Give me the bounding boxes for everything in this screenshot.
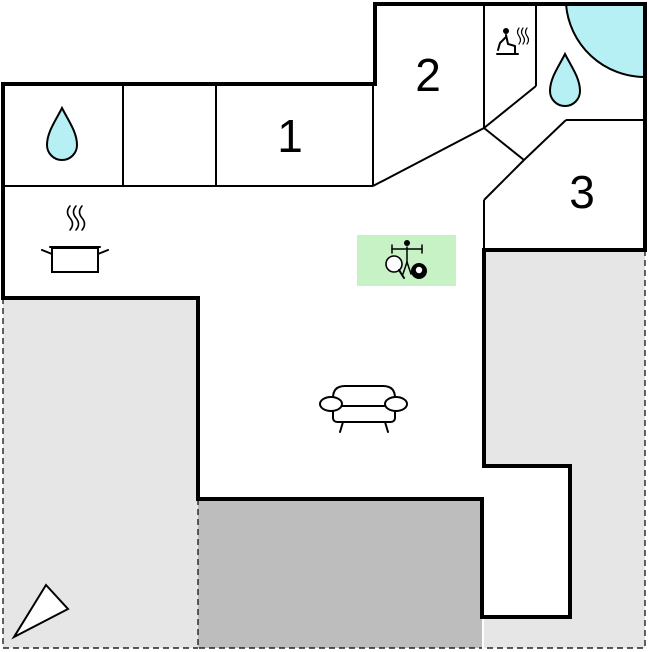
ping-pong-icon xyxy=(385,255,405,279)
cooking-pot-icon xyxy=(41,205,109,273)
sofa-icon xyxy=(319,385,408,433)
compass-north-icon xyxy=(11,583,70,640)
terrace-right xyxy=(484,250,646,649)
water-drop-icon xyxy=(45,105,79,161)
room-label-2: 2 xyxy=(415,49,441,101)
billiard-ball-icon xyxy=(411,263,427,279)
room-dividers xyxy=(3,4,645,250)
water-drop-icon xyxy=(548,51,582,107)
exterior-walls xyxy=(1,2,647,619)
fitness-icon xyxy=(391,240,423,275)
terrace-left xyxy=(2,298,198,649)
room-label-1: 1 xyxy=(277,110,303,162)
garage xyxy=(197,499,482,649)
sauna-icon xyxy=(496,27,530,55)
pool xyxy=(564,3,646,79)
room-label-3: 3 xyxy=(569,166,595,218)
